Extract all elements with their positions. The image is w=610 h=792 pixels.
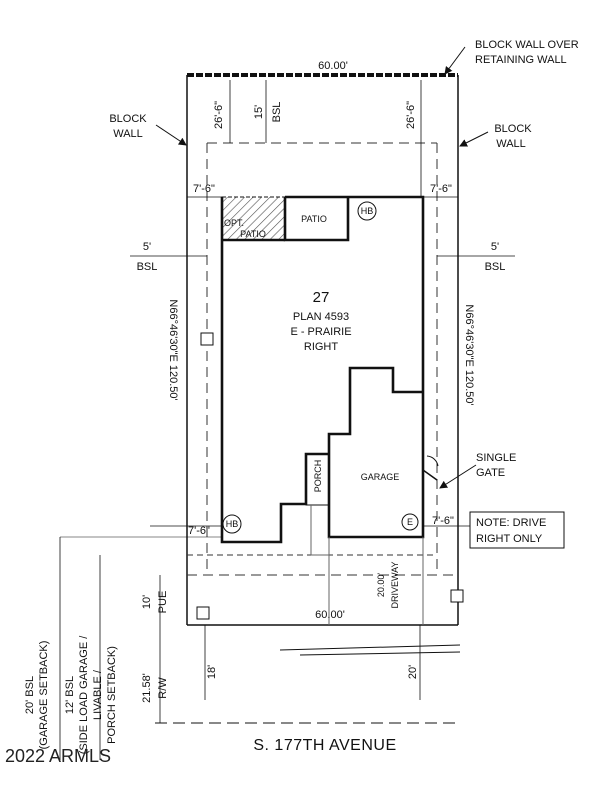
driveway-width-label: 20.00' xyxy=(376,573,386,598)
rear-width-label: 60.00' xyxy=(318,60,348,72)
hose-bib-front-label: HB xyxy=(226,519,239,529)
block-wall-right-label-1: BLOCK xyxy=(494,123,532,135)
porch-label: PORCH xyxy=(313,460,323,493)
electric-meter-label: E xyxy=(407,517,413,527)
row-label: R/W xyxy=(157,677,169,699)
rear-setback-right-label: 26'-6" xyxy=(405,101,417,129)
orientation-label: RIGHT xyxy=(304,341,339,353)
note-label-1: NOTE: DRIVE xyxy=(476,517,546,529)
curb-line-1 xyxy=(279,644,461,651)
hose-bib-rear-label: HB xyxy=(361,206,374,216)
right-bearing-label: N66°46'30"E 120.50' xyxy=(463,304,475,405)
opt-patio-label-1: OPT. xyxy=(224,218,244,228)
opt-patio-label-2: PATIO xyxy=(240,229,266,239)
note-box xyxy=(469,511,565,549)
porch-area xyxy=(305,453,330,506)
setback-12-label-2: (SIDE LOAD GARAGE / xyxy=(78,635,90,755)
garage-label: GARAGE xyxy=(361,472,400,482)
side-left-bottom-label: 7'-6" xyxy=(188,525,210,537)
single-gate xyxy=(422,469,438,481)
elevation-label: E - PRAIRIE xyxy=(290,326,351,338)
rear-bsl-label: 15' xyxy=(253,105,265,119)
side-bsl-right-unit: BSL xyxy=(485,261,506,273)
side-left-top-label: 7'-6" xyxy=(193,183,215,195)
front-width-label: 60.00' xyxy=(315,609,345,621)
block-wall-right-label-2: WALL xyxy=(496,138,526,150)
setback-12-label-4: PORCH SETBACK) xyxy=(106,646,118,744)
row-depth-label: 21.58' xyxy=(141,673,153,703)
block-wall-left-label-2: WALL xyxy=(113,128,143,140)
note-label-2: RIGHT ONLY xyxy=(476,533,543,545)
left-bearing-label: N66°46'30"E 120.50' xyxy=(167,299,179,400)
driveway-label: DRIVEWAY xyxy=(390,561,400,608)
block-wall-retaining-label-2: RETAINING WALL xyxy=(475,54,567,66)
lot-number: 27 xyxy=(313,289,330,306)
valve-box-left xyxy=(196,606,210,620)
block-wall-left-label-1: BLOCK xyxy=(109,113,147,125)
pue-label: PUE xyxy=(157,591,169,614)
side-right-top-label: 7'-6" xyxy=(430,183,452,195)
pue-value: 10' xyxy=(141,595,153,609)
valve-box-right xyxy=(450,589,464,603)
single-gate-label-1: SINGLE xyxy=(476,452,516,464)
hose-bib-rear-icon xyxy=(357,201,377,221)
front-left-label: 18' xyxy=(206,665,218,679)
retaining-wall-leader xyxy=(444,46,466,75)
watermark: 2022 ARMLS xyxy=(5,746,111,766)
gate-swing xyxy=(426,455,439,467)
plan-label: PLAN 4593 xyxy=(293,311,349,323)
side-bsl-left-label: 5' xyxy=(143,241,151,253)
setback-12-label-1: 12' BSL xyxy=(64,676,76,714)
meter-box xyxy=(200,332,214,346)
block-wall-retaining-label-1: BLOCK WALL OVER xyxy=(475,39,579,51)
single-gate-label-2: GATE xyxy=(476,467,505,479)
side-bsl-left-unit: BSL xyxy=(137,261,158,273)
rear-setback-left-label: 26'-6" xyxy=(213,101,225,129)
side-right-bottom-label: 7'-6" xyxy=(432,515,454,527)
curb-line-2 xyxy=(299,651,461,656)
rear-bsl-unit: BSL xyxy=(271,102,283,123)
side-bsl-right-label: 5' xyxy=(491,241,499,253)
setback-20-label-2: (GARAGE SETBACK) xyxy=(38,641,50,750)
setback-20-label-1: 20' BSL xyxy=(24,676,36,714)
patio-label: PATIO xyxy=(301,214,327,224)
electric-meter-icon xyxy=(401,513,419,531)
front-right-label: 20' xyxy=(407,665,419,679)
single-gate-leader xyxy=(439,464,477,489)
hose-bib-front-icon xyxy=(222,514,242,534)
setback-12-label-3: LIVABLE / xyxy=(92,669,104,720)
block-wall-left-leader xyxy=(155,124,187,146)
street-name: S. 177TH AVENUE xyxy=(253,737,396,754)
block-wall-right-leader xyxy=(459,131,489,147)
